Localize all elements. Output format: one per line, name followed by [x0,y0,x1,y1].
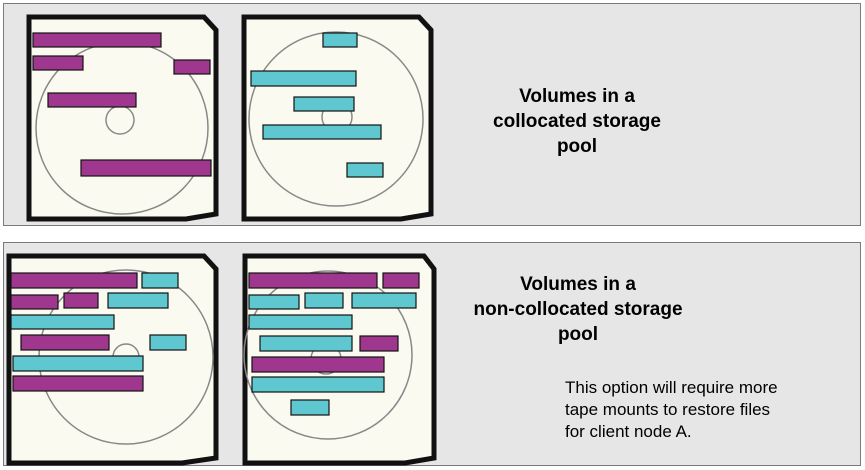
file-blocks [250,32,384,178]
file-block [173,59,211,75]
file-block [351,292,417,309]
file-block [250,70,357,87]
file-blocks [32,32,212,177]
file-block [359,335,399,352]
file-blocks [10,272,187,392]
file-block [262,124,382,140]
file-block [12,355,144,372]
collocated-panel: Volumes in a collocated storage pool [3,3,861,226]
file-block [251,376,385,393]
tape-volume-outline [241,14,434,222]
file-block [293,96,355,112]
note-line: tape mounts to restore files [565,400,771,419]
non-collocated-volume-1 [6,253,219,466]
non-collocated-panel: Volumes in a non-collocated storage pool… [3,242,861,466]
file-block [20,334,110,351]
file-block [47,92,137,108]
collocated-caption: Volumes in a collocated storage pool [462,84,692,159]
caption-line: Volumes in a [520,274,636,295]
caption-line: pool [556,136,598,157]
file-block [63,292,99,309]
file-block [290,399,330,416]
note-line: This option will require more [565,378,778,397]
file-block [259,335,353,352]
file-block [107,292,169,309]
non-collocated-volume-2 [242,253,437,466]
file-block [251,356,385,373]
file-block [382,272,420,289]
caption-line: non-collocated storage [473,299,683,320]
file-block [248,314,353,330]
file-block [141,272,179,289]
collocated-volume-1 [26,14,219,222]
caption-line: pool [557,324,599,345]
caption-line: collocated storage [493,111,661,132]
file-block [322,32,358,48]
file-block [32,55,84,71]
note-line: for client node A. [565,422,692,441]
collocated-volume-2 [241,14,434,222]
file-block [10,272,138,289]
file-block [248,272,378,289]
file-block [80,159,212,177]
file-block [12,375,144,392]
file-block [304,292,344,309]
non-collocated-caption: Volumes in a non-collocated storage pool [448,272,708,347]
tape-reel-circle [243,270,413,440]
file-block [32,32,162,48]
tape-mount-note: This option will require more tape mount… [565,377,778,443]
file-block [10,294,59,310]
file-block [248,294,300,310]
file-block [10,314,115,330]
file-block [346,162,384,178]
file-blocks [248,272,420,416]
caption-line: Volumes in a [519,86,635,107]
file-block [149,334,187,351]
tape-reel-circle [248,31,424,207]
